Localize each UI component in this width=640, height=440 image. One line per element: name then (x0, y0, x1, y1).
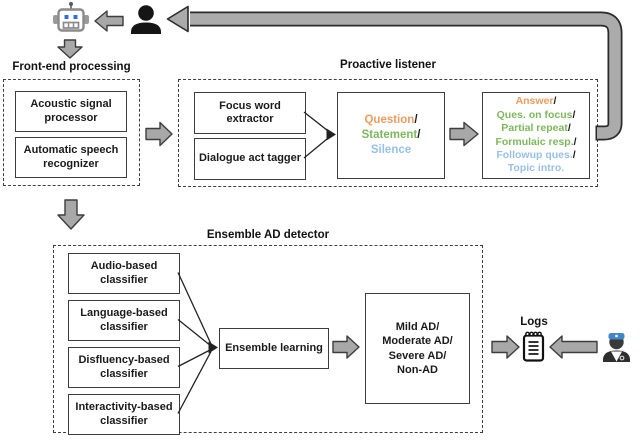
ensemble-learning-box: Ensemble learning (219, 328, 329, 369)
resp-followup: Followup ques. (496, 148, 573, 161)
focus-word-extractor-box: Focus word extractor (194, 92, 306, 134)
arrow-robot-to-frontend (57, 39, 83, 59)
language-classifier-box: Language-based classifier (68, 300, 180, 341)
ad-severity-output-box: Mild AD/ Moderate AD/ Severe AD/ Non-AD (365, 293, 470, 404)
resp-partial-repeat: Partial repeat (501, 122, 568, 135)
arrow-frontend-to-ensemble (57, 199, 85, 230)
state-statement: Statement (361, 129, 418, 141)
proactive-listener-title: Proactive listener (340, 59, 436, 71)
acoustic-signal-processor-box: Acoustic signal processor (15, 91, 127, 132)
state-silence: Silence (370, 144, 412, 156)
arrow-clinician-to-logs (549, 335, 598, 359)
ensemble-detector-title: Ensemble AD detector (206, 229, 330, 241)
automatic-speech-recognizer-box: Automatic speech recognizer (15, 137, 127, 178)
arrow-detector-to-logs (491, 335, 520, 359)
notepad-icon (522, 331, 545, 362)
robot-icon (53, 2, 89, 32)
arrow-frontend-to-proactive (145, 121, 173, 147)
feedback-pipe-arrowhead (166, 5, 189, 33)
resp-formulaic: Formulaic resp. (495, 135, 574, 148)
arrow-user-to-robot (94, 10, 124, 32)
dialogue-act-tagger-box: Dialogue act tagger (194, 138, 306, 180)
state-question: Question (364, 114, 415, 126)
dialogue-state-box: Question/ Statement/ Silence (337, 92, 445, 179)
front-end-title: Front-end processing (12, 61, 131, 73)
resp-answer: Answer (515, 95, 554, 108)
disfluency-classifier-box: Disfluency-based classifier (68, 347, 180, 388)
clinician-icon (603, 333, 630, 362)
front-end-group (3, 79, 140, 186)
interactivity-classifier-box: Interactivity-based classifier (68, 394, 180, 435)
user-icon (131, 5, 161, 34)
logs-label: Logs (520, 316, 548, 328)
audio-classifier-box: Audio-based classifier (68, 253, 180, 294)
resp-topic-intro: Topic intro. (507, 162, 565, 175)
ensemble-detector-group (53, 245, 483, 433)
response-type-box: Answer/ Ques. on focus/ Partial repeat/ … (482, 92, 590, 179)
resp-ques-on-focus: Ques. on focus (496, 108, 573, 121)
